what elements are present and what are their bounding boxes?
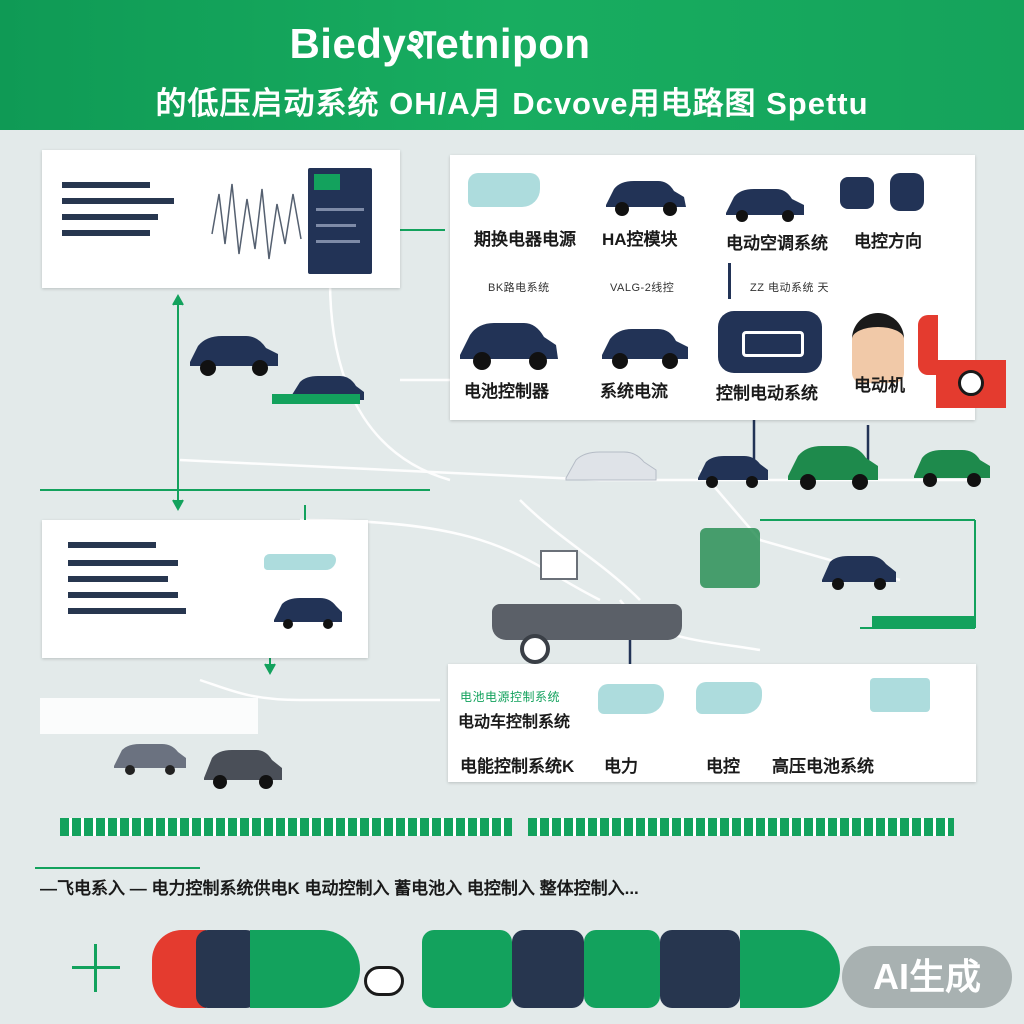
person-icon: [364, 966, 404, 996]
car-icon: [726, 189, 804, 222]
sparkle-icon: [66, 944, 126, 992]
page-title: Biedyशetnipon: [289, 20, 591, 67]
document-icon: [308, 168, 372, 274]
small-label: BK路电系统: [488, 282, 550, 294]
navy-block: [660, 930, 740, 1008]
text-line: [62, 214, 158, 220]
car-icon: [602, 329, 688, 369]
dashed-bar-right: [528, 818, 954, 836]
card-label: 电控方向: [854, 232, 922, 251]
car-icon: [274, 598, 342, 629]
warning-flag: [936, 360, 1006, 408]
green-block: [584, 930, 660, 1008]
car-icon: [114, 744, 186, 775]
plant-icon: [700, 528, 760, 588]
card-label: 电能控制系统K: [460, 757, 575, 776]
small-label: VALG-2线控: [610, 282, 675, 294]
panel-heading: 电池电源控制系统: [460, 690, 561, 704]
text-line: [62, 230, 150, 236]
person-icon: [852, 313, 904, 383]
status-strip: [872, 616, 976, 628]
panel-bottom-right: 电池电源控制系统 电动车控制系统 电能控制系统K 电力 电控 高压电池系统: [448, 664, 976, 782]
car-icon: [190, 336, 278, 376]
chip-shape: [264, 554, 336, 570]
vehicle-front-icon: [718, 311, 822, 373]
chip-shape: [870, 678, 930, 712]
text-line: [62, 198, 174, 204]
page-subtitle: 的低压启动系统 OH/A月 Dcvove用电路图 Spettu: [155, 86, 869, 121]
panel-subheading: 电动车控制系统: [458, 714, 571, 731]
text-line: [62, 182, 150, 188]
card-label: 系统电流: [600, 382, 668, 401]
car-icon: [565, 451, 657, 481]
small-label: ZZ 电动系统 天: [750, 282, 830, 294]
gear-icon: [840, 177, 874, 209]
wheel-icon: [520, 634, 550, 664]
panel-top-left: [42, 150, 400, 288]
car-icon: [460, 323, 558, 370]
navy-block: [512, 930, 584, 1008]
card-label: 期换电器电源: [474, 230, 576, 249]
car-icon: [606, 181, 686, 216]
header-banner: [0, 0, 1024, 130]
card-label: 电控: [706, 757, 740, 776]
red-marker: [918, 315, 938, 375]
car-icon: [914, 450, 990, 487]
card-label: 电力: [604, 757, 638, 776]
card-label: 控制电动系统: [716, 384, 818, 403]
panel-top-right: 期换电器电源 HA控模块 电动空调系统 电控方向 BK路电系统 VALG-2线控…: [450, 155, 975, 420]
navy-block: [196, 930, 258, 1008]
car-icon: [698, 456, 768, 488]
chip-shape: [598, 684, 664, 714]
card-label: HA控模块: [602, 230, 678, 249]
text-line: [68, 576, 168, 582]
status-strip: [272, 394, 360, 404]
text-line: [68, 608, 186, 614]
chip-shape: [696, 682, 762, 714]
green-block: [422, 930, 512, 1008]
green-block: [250, 930, 360, 1008]
card-label: 电池控制器: [464, 382, 549, 401]
car-icon: [822, 556, 896, 590]
green-block: [740, 930, 840, 1008]
device-body: [492, 604, 682, 640]
card-label: 电动空调系统: [726, 234, 828, 253]
dashed-bar-left: [60, 818, 512, 836]
text-line: [68, 542, 156, 548]
text-line: [68, 560, 178, 566]
chip-shape: [468, 173, 540, 207]
car-icon: [204, 750, 282, 789]
module-box: [540, 550, 578, 580]
text-line: [68, 592, 178, 598]
divider: [728, 263, 731, 299]
signal-waveform-icon: [211, 183, 302, 260]
card-label: 高压电池系统: [772, 757, 874, 776]
ai-generated-watermark: AI生成: [842, 946, 1012, 1008]
panel-middle-left: [42, 520, 368, 658]
meter-icon: [890, 173, 924, 211]
scene-panel: [40, 698, 258, 734]
card-label: 电动机: [854, 376, 905, 395]
footer-text: —飞电系入 — 电力控制系统供电K 电动控制入 蓄电池入 电控制入 整体控制入.…: [40, 879, 639, 898]
car-icon: [788, 446, 878, 490]
